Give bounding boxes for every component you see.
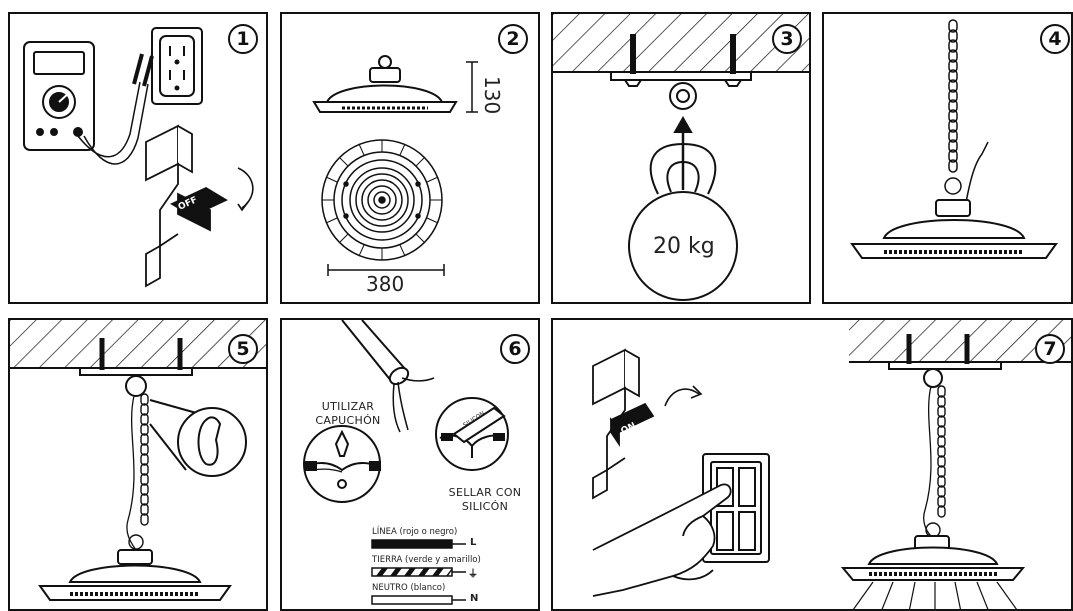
wire-legend: [371, 539, 466, 605]
step-1-panel: OFF 1: [8, 12, 268, 304]
step-number-1: 1: [228, 24, 258, 54]
step-6-panel: UTILIZAR CAPUCHÓN SILICON SELLAR CON SIL…: [280, 318, 540, 611]
line-wire-name: LÍNEA (rojo o negro): [372, 527, 458, 537]
step-5-panel: 5: [8, 318, 268, 611]
multimeter-icon: [23, 41, 154, 165]
step-3-illustration: [553, 14, 809, 301]
step-number-3: 3: [772, 24, 802, 54]
step-number-4: 4: [1040, 24, 1070, 54]
chain-icon: [944, 19, 962, 195]
step-4-panel: 4: [822, 12, 1073, 304]
breaker-switch-icon: [145, 124, 254, 288]
ground-wire-name: TIERRA (verde y amarillo): [372, 555, 481, 565]
neutral-wire-name: NEUTRO (blanco): [372, 583, 446, 593]
ground-wire-code: ⏚: [468, 569, 478, 580]
step-7-illustration: [592, 320, 1071, 609]
wire-cap-detail-icon: [303, 425, 381, 503]
step-1-illustration: [23, 27, 254, 288]
silicone-detail-icon: [435, 397, 509, 471]
step-number-5: 5: [228, 334, 258, 364]
step-4-illustration: [850, 19, 1058, 259]
ceiling-hatch: [553, 14, 809, 72]
chain-icon: [126, 393, 149, 551]
use-cap-label-line1: UTILIZAR: [321, 400, 375, 413]
width-dimension-line: [327, 264, 445, 276]
line-wire-code: L: [470, 537, 477, 548]
lamp-hanging-icon: [38, 549, 232, 601]
breaker-switch-icon: [592, 348, 703, 500]
step-number-6: 6: [500, 334, 530, 364]
cable-icon: [341, 320, 435, 433]
lamp-bottom-view-icon: [321, 139, 443, 261]
neutral-wire-code: N: [470, 593, 479, 604]
ceiling-hatch: [10, 320, 266, 368]
line-wire: [371, 539, 453, 549]
lamp-on-icon: [840, 535, 1026, 581]
width-dimension-label: 380: [366, 272, 405, 296]
seal-silicone-label-line2: SILICÓN: [461, 500, 509, 513]
light-switch-icon: [702, 453, 770, 563]
mounting-bracket-icon: [888, 334, 1002, 388]
use-cap-label-line2: CAPUCHÓN: [315, 414, 381, 427]
chain-icon: [923, 385, 946, 538]
height-dimension-line: [466, 61, 478, 113]
wall-outlet-icon: [151, 27, 203, 105]
mounting-bracket-icon: [610, 34, 752, 110]
step-2-panel: 130 380 2: [280, 12, 540, 304]
weight-label: 20 kg: [653, 234, 715, 259]
step-5-illustration: [10, 320, 266, 601]
mounting-bracket-icon: [79, 338, 193, 397]
light-rays-icon: [852, 581, 1018, 609]
step-6-illustration: [303, 320, 509, 605]
hand-icon: [592, 483, 732, 597]
lamp-hanging-icon: [850, 199, 1058, 259]
step-7-panel: ON 7: [551, 318, 1073, 611]
step-3-panel: 20 kg 3: [551, 12, 811, 304]
neutral-wire: [371, 595, 453, 605]
step-2-illustration: [312, 55, 478, 276]
height-dimension-label: 130: [480, 76, 504, 115]
carabiner-detail-icon: [149, 399, 247, 477]
weight-kettlebell-icon: [628, 115, 738, 301]
lamp-side-view-icon: [312, 55, 458, 113]
seal-silicone-label-line1: SELLAR CON: [448, 486, 522, 499]
step-number-2: 2: [498, 24, 528, 54]
step-number-7: 7: [1035, 334, 1065, 364]
ceiling-hatch: [849, 320, 1071, 362]
